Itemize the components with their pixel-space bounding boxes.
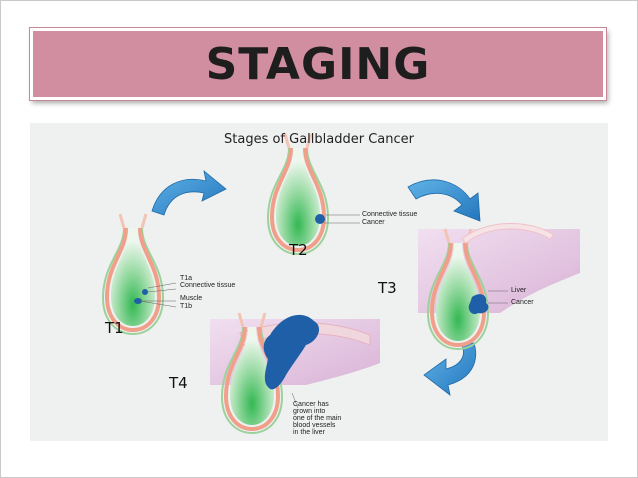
stage-label-t1: T1	[105, 319, 124, 337]
title-banner: STAGING	[30, 28, 606, 100]
t4-label-line-2: grown into	[293, 408, 326, 415]
arrow-t1-to-t2	[151, 169, 227, 216]
t1-label-t1b: T1b	[180, 303, 193, 310]
t1-label-connective-tissue: Connective tissue	[180, 282, 236, 289]
diagram-title: Stages of Gallbladder Cancer	[224, 132, 414, 147]
stage-t3-gallbladder	[426, 222, 555, 351]
slide-title: STAGING	[205, 38, 431, 90]
diagram-artwork	[101, 132, 580, 435]
t2-label-cancer: Cancer	[362, 219, 385, 226]
stage-t1-gallbladder	[101, 212, 165, 336]
t4-label-line-3: one of the main	[293, 415, 342, 422]
t4-label-line-1: Cancer has	[293, 401, 329, 408]
t1-label-t1a: T1a	[180, 275, 193, 282]
stage-label-t4: T4	[169, 374, 188, 392]
arrow-t2-to-t3	[407, 179, 481, 222]
arrow-t3-to-t4	[423, 342, 476, 396]
stage-t2-gallbladder	[266, 132, 330, 256]
t4-label-line-5: in the liver	[293, 429, 325, 436]
t4-label-line-4: blood vessels	[293, 422, 336, 429]
stage-label-t3: T3	[378, 279, 397, 297]
stage-t4-gallbladder	[220, 311, 320, 435]
t1-label-muscle: Muscle	[180, 295, 203, 302]
gallbladder-staging-diagram: Stages of Gallbladder Cancer T1 T2 T3 T4…	[30, 123, 608, 441]
t2-label-connective-tissue: Connective tissue	[362, 211, 418, 218]
stage-label-t2: T2	[289, 241, 308, 259]
t3-label-cancer: Cancer	[511, 299, 534, 306]
t3-label-liver: Liver	[511, 287, 527, 294]
